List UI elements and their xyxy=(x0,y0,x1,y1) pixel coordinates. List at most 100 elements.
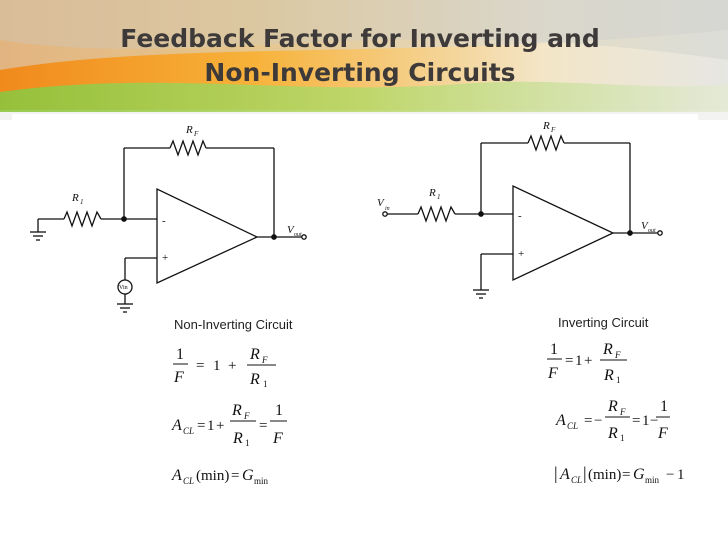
right-rf-resistor xyxy=(527,134,565,152)
svg-text:=: = xyxy=(622,467,630,483)
svg-text:R: R xyxy=(231,402,242,419)
svg-text:F: F xyxy=(173,369,184,386)
right-op-amp xyxy=(512,184,615,282)
svg-text:F: F xyxy=(619,407,626,417)
content-panel xyxy=(12,114,698,498)
svg-text:min: min xyxy=(254,476,269,486)
right-minus-input: - xyxy=(518,210,522,222)
svg-text:1: 1 xyxy=(620,433,625,443)
right-r1-label: R xyxy=(428,187,436,199)
svg-text:−: − xyxy=(594,413,602,429)
svg-text:1: 1 xyxy=(80,198,84,206)
svg-text:out: out xyxy=(294,232,302,238)
svg-text:1: 1 xyxy=(176,346,184,363)
svg-text:R: R xyxy=(607,398,618,415)
right-output-terminal xyxy=(657,230,663,236)
svg-text:A: A xyxy=(559,466,570,483)
svg-text:1: 1 xyxy=(437,193,441,201)
slide-title-line-1: Feedback Factor for Inverting and xyxy=(120,24,600,53)
left-minus-input: - xyxy=(162,215,166,227)
svg-text:F: F xyxy=(657,425,668,442)
left-r1-resistor xyxy=(63,210,102,228)
svg-text:1: 1 xyxy=(245,438,250,448)
svg-text:F: F xyxy=(550,126,556,134)
svg-text:1: 1 xyxy=(616,375,621,385)
svg-text:out: out xyxy=(648,228,656,234)
svg-text:R: R xyxy=(603,367,614,384)
svg-text:R: R xyxy=(249,346,260,363)
slide-title-line-2: Non-Inverting Circuits xyxy=(204,58,516,87)
svg-text:1: 1 xyxy=(213,358,221,374)
svg-text:1: 1 xyxy=(275,402,283,419)
right-plus-input: + xyxy=(518,248,524,260)
svg-text:A: A xyxy=(171,467,182,484)
svg-text:R: R xyxy=(232,430,243,447)
svg-text:1: 1 xyxy=(263,379,268,389)
right-vin-label: V xyxy=(377,197,385,209)
svg-text:R: R xyxy=(607,425,618,442)
svg-text:CL: CL xyxy=(571,475,582,485)
slide-title: Feedback Factor for Inverting and Non-In… xyxy=(60,22,660,90)
svg-text:1: 1 xyxy=(660,398,668,415)
svg-text:F: F xyxy=(547,365,558,382)
svg-text:(min): (min) xyxy=(588,467,621,483)
right-rf-label: R xyxy=(542,120,550,132)
right-vout-label: V xyxy=(641,220,649,232)
svg-text:(min): (min) xyxy=(196,468,229,484)
svg-text:1: 1 xyxy=(207,418,215,434)
svg-text:−: − xyxy=(650,413,658,429)
svg-text:F: F xyxy=(243,411,250,421)
svg-text:|: | xyxy=(554,463,558,483)
right-r1-resistor xyxy=(417,205,456,223)
right-equation-closed-loop-gain: A CL = − R F R 1 = 1 − 1 F xyxy=(555,398,670,443)
svg-text:−: − xyxy=(666,467,674,483)
left-circuit xyxy=(30,139,307,313)
left-rf-label: R xyxy=(185,124,193,136)
right-caption: Inverting Circuit xyxy=(558,315,649,330)
svg-text:+: + xyxy=(584,353,592,369)
left-r1-label: R xyxy=(71,192,79,204)
svg-text:G: G xyxy=(633,466,645,483)
left-output-terminal xyxy=(301,234,307,240)
svg-text:CL: CL xyxy=(183,426,194,436)
left-vout-label: V xyxy=(287,224,295,236)
svg-text:F: F xyxy=(614,350,621,360)
svg-text:A: A xyxy=(171,417,182,434)
svg-text:=: = xyxy=(231,468,239,484)
svg-text:R: R xyxy=(602,341,613,358)
left-equation-closed-loop-gain: A CL = 1 + R F R 1 = 1 F xyxy=(171,402,287,448)
right-input-terminal xyxy=(382,211,388,217)
svg-text:=: = xyxy=(196,358,204,374)
svg-text:CL: CL xyxy=(183,476,194,486)
svg-text:min: min xyxy=(645,475,660,485)
svg-text:+: + xyxy=(216,418,224,434)
svg-text:1: 1 xyxy=(642,413,650,429)
svg-text:1: 1 xyxy=(550,341,558,358)
svg-text:=: = xyxy=(197,418,205,434)
svg-text:in: in xyxy=(385,206,390,212)
svg-text:1: 1 xyxy=(677,467,685,483)
svg-text:F: F xyxy=(261,355,268,365)
svg-text:R: R xyxy=(249,371,260,388)
left-vin-label: Vin xyxy=(119,285,128,291)
svg-text:|: | xyxy=(583,463,587,483)
right-equation-feedback: 1 F = 1 + R F R 1 xyxy=(547,341,627,385)
svg-text:G: G xyxy=(242,467,254,484)
svg-text:=: = xyxy=(632,413,640,429)
left-equation-feedback: 1 F = 1 + R F R 1 xyxy=(173,346,276,389)
svg-text:=: = xyxy=(565,353,573,369)
svg-text:F: F xyxy=(193,130,199,138)
left-caption: Non-Inverting Circuit xyxy=(174,317,293,332)
right-equation-min-gain: | A CL | (min) = G min − 1 xyxy=(554,463,685,485)
right-circuit xyxy=(382,134,663,299)
svg-text:CL: CL xyxy=(567,421,578,431)
svg-text:A: A xyxy=(555,412,566,429)
left-op-amp xyxy=(156,187,259,285)
svg-text:1: 1 xyxy=(575,353,583,369)
left-plus-input: + xyxy=(162,252,168,264)
svg-text:F: F xyxy=(272,430,283,447)
svg-text:=: = xyxy=(584,413,592,429)
svg-text:+: + xyxy=(228,358,236,374)
svg-text:=: = xyxy=(259,418,267,434)
